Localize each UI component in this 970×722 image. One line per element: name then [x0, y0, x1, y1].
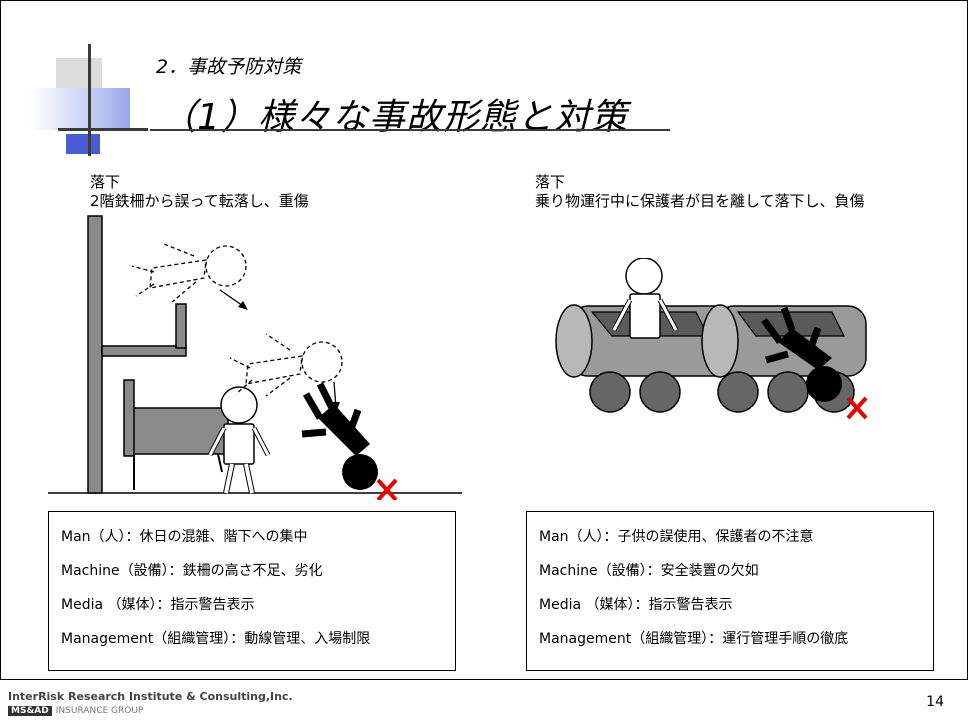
left-case-heading: 落下 [90, 173, 121, 191]
title-underline [150, 129, 670, 131]
brand-logo: MS&AD [8, 706, 52, 716]
slide-title: （1）様々な事故形態と対策 [160, 97, 628, 138]
left-factor-man: Man（人）：休日の混雑、階下への集中 [61, 529, 308, 545]
left-factor-media: Media （媒体）：指示警告表示 [61, 597, 255, 613]
left-factor-management: Management（組織管理）：動線管理、入場制限 [61, 631, 371, 647]
right-case-heading: 落下 [535, 173, 566, 191]
balcony-fall-illustration [48, 215, 462, 500]
right-case-description: 乗り物運行中に保護者が目を離して落下し、負傷 [535, 192, 865, 210]
right-factor-man: Man（人）：子供の誤使用、保護者の不注意 [539, 529, 814, 545]
left-factors-box: Man（人）：休日の混雑、階下への集中 Machine（設備）：鉄柵の高さ不足、… [48, 511, 456, 671]
left-case-description: 2階鉄柵から誤って転落し、重傷 [90, 192, 309, 210]
title-decoration [0, 0, 200, 160]
left-factor-machine: Machine（設備）：鉄柵の高さ不足、劣化 [61, 563, 323, 579]
right-factor-management: Management（組織管理）：運行管理手順の徹底 [539, 631, 849, 647]
right-factors-box: Man（人）：子供の誤使用、保護者の不注意 Machine（設備）：安全装置の欠… [526, 511, 934, 671]
right-factor-machine: Machine（設備）：安全装置の欠如 [539, 563, 759, 579]
slide-subtitle: 2．事故予防対策 [156, 56, 302, 78]
right-factor-media: Media （媒体）：指示警告表示 [539, 597, 733, 613]
slide-frame [0, 0, 968, 680]
footer-company: InterRisk Research Institute & Consultin… [8, 690, 293, 703]
brand-text: INSURANCE GROUP [55, 706, 144, 716]
page-number: 14 [926, 694, 944, 710]
ride-fall-illustration [555, 258, 868, 420]
